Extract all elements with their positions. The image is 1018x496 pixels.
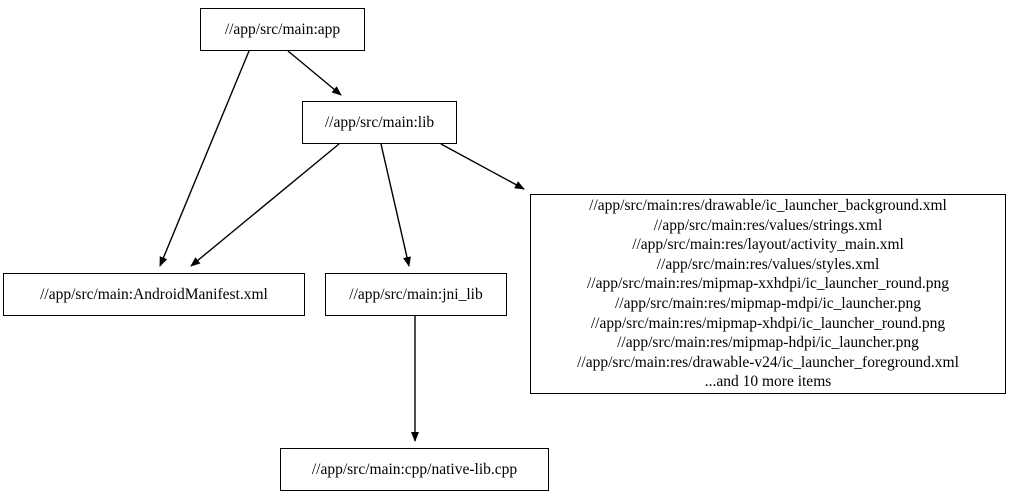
node-res-group[interactable]: //app/src/main:res/drawable/ic_launcher_…: [530, 194, 1006, 394]
node-android-manifest[interactable]: //app/src/main:AndroidManifest.xml: [3, 273, 305, 316]
node-native-lib-cpp[interactable]: //app/src/main:cpp/native-lib.cpp: [280, 448, 549, 491]
node-app-label: //app/src/main:app: [224, 20, 341, 38]
node-lib-label: //app/src/main:lib: [324, 113, 435, 131]
node-lib[interactable]: //app/src/main:lib: [302, 101, 457, 144]
node-res-group-line: ...and 10 more items: [704, 373, 832, 391]
node-native-lib-cpp-label: //app/src/main:cpp/native-lib.cpp: [311, 460, 518, 478]
node-res-group-line: //app/src/main:res/mipmap-hdpi/ic_launch…: [617, 334, 919, 352]
node-res-group-line: //app/src/main:res/mipmap-xhdpi/ic_launc…: [590, 314, 946, 332]
edge-lib-to-manifest: [190, 143, 340, 267]
node-res-group-line: //app/src/main:res/mipmap-mdpi/ic_launch…: [614, 295, 922, 312]
node-res-group-lines: //app/src/main:res/drawable/ic_launcher_…: [537, 196, 999, 392]
node-res-group-line: //app/src/main:res/mipmap-xxhdpi/ic_laun…: [586, 275, 949, 293]
node-res-group-line: //app/src/main:res/drawable-v24/ic_launc…: [577, 353, 959, 371]
node-res-group-line: //app/src/main:res/drawable/ic_launcher_…: [589, 197, 947, 215]
edge-app-to-lib: [287, 50, 342, 96]
node-app[interactable]: //app/src/main:app: [200, 8, 365, 51]
node-res-group-line: //app/src/main:res/layout/activity_main.…: [632, 236, 904, 254]
node-res-group-line: //app/src/main:res/values/strings.xml: [653, 216, 883, 234]
edge-app-to-manifest: [159, 50, 250, 267]
edge-lib-to-res-group: [440, 143, 525, 190]
node-res-group-line: //app/src/main:res/values/styles.xml: [656, 255, 880, 273]
node-jni-lib-label: //app/src/main:jni_lib: [349, 285, 483, 303]
node-jni-lib[interactable]: //app/src/main:jni_lib: [325, 273, 507, 316]
edge-lib-to-jni-lib: [380, 143, 411, 267]
node-android-manifest-label: //app/src/main:AndroidManifest.xml: [40, 285, 268, 303]
